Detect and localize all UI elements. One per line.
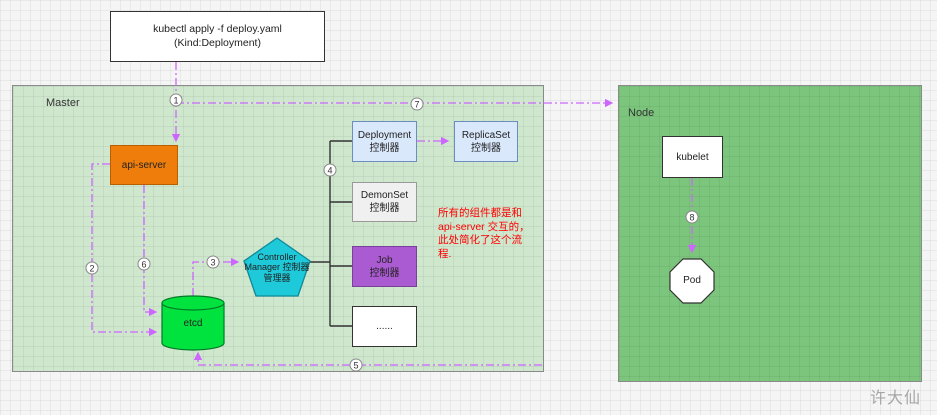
job-controller-line1: Job bbox=[376, 254, 393, 266]
kubectl-command-box: kubectl apply -f deploy.yaml (Kind:Deplo… bbox=[110, 11, 325, 62]
replicaset-controller-line1: ReplicaSet bbox=[461, 129, 511, 141]
job-controller-line2: 控制器 bbox=[369, 267, 400, 279]
step-badge-4: 4 bbox=[323, 163, 337, 177]
deployment-controller-box: Deployment 控制器 bbox=[352, 121, 417, 162]
kubelet-label: kubelet bbox=[676, 151, 709, 163]
kubectl-command-line1: kubectl apply -f deploy.yaml bbox=[153, 22, 282, 35]
replicaset-controller-box: ReplicaSet 控制器 bbox=[454, 121, 518, 162]
step-badge-6: 6 bbox=[137, 257, 151, 271]
pod-label: Pod bbox=[683, 275, 701, 286]
kubectl-command-line2: (Kind:Deployment) bbox=[174, 36, 261, 49]
step-badge-2: 2 bbox=[85, 261, 99, 275]
controller-manager-line1: Controller bbox=[257, 252, 297, 262]
step-badge-7: 7 bbox=[410, 97, 424, 111]
controller-manager-line3: 控制器管理器 bbox=[263, 262, 310, 283]
deployment-controller-line1: Deployment bbox=[357, 129, 412, 141]
step-badge-1: 1 bbox=[169, 93, 183, 107]
kubelet-box: kubelet bbox=[662, 136, 723, 178]
api-server-box: api-server bbox=[110, 145, 178, 185]
demonset-controller-line2: 控制器 bbox=[369, 203, 400, 214]
more-controllers-label: ...... bbox=[376, 321, 393, 332]
replicaset-controller-line2: 控制器 bbox=[471, 142, 501, 154]
step-badge-3: 3 bbox=[206, 255, 220, 269]
demonset-controller-box: DemonSet 控制器 bbox=[352, 182, 417, 222]
controller-manager-label: Controller Manager 控制器管理器 bbox=[240, 252, 314, 283]
deployment-controller-line2: 控制器 bbox=[369, 142, 400, 154]
etcd-label: etcd bbox=[183, 318, 203, 329]
watermark-text: 许大仙 bbox=[870, 390, 922, 407]
more-controllers-box: ...... bbox=[352, 306, 417, 347]
api-server-label: api-server bbox=[121, 159, 167, 171]
node-region bbox=[618, 85, 922, 382]
demonset-controller-line1: DemonSet bbox=[360, 190, 409, 201]
job-controller-box: Job 控制器 bbox=[352, 246, 417, 287]
step-badge-5: 5 bbox=[349, 358, 363, 372]
step-badge-8: 8 bbox=[685, 210, 699, 224]
node-region-label: Node bbox=[628, 107, 655, 119]
master-region-label: Master bbox=[46, 97, 80, 109]
annotation-text: 所有的组件都是和 api-server 交互的，此处简化了这个流程. bbox=[438, 207, 530, 260]
controller-manager-line2: Manager bbox=[244, 262, 280, 273]
